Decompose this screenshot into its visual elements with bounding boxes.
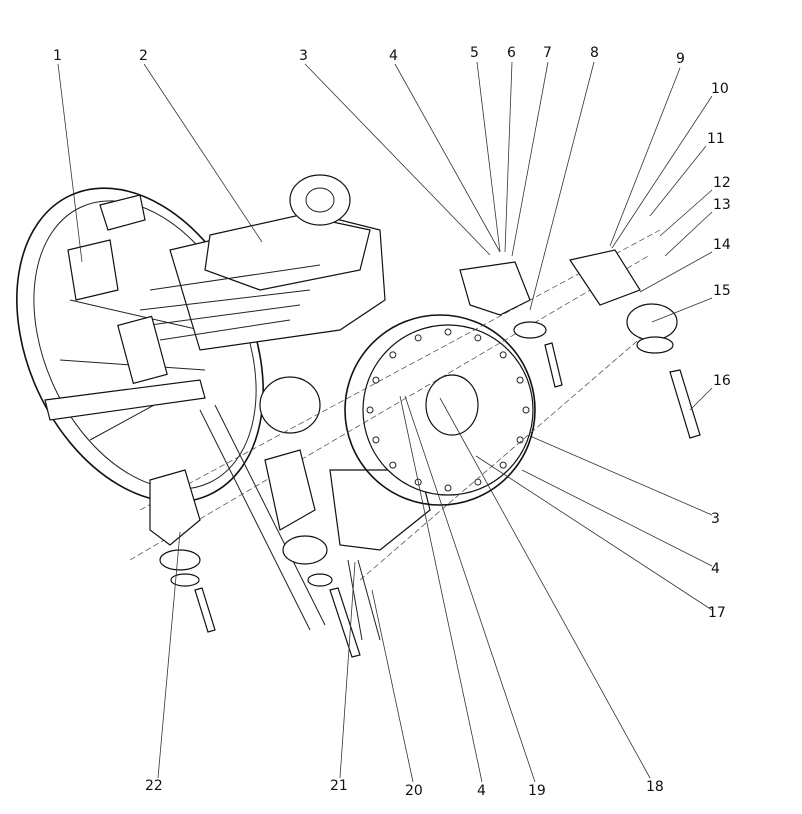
leader-line — [649, 145, 707, 217]
leader-line — [689, 387, 713, 411]
callout-label: 17 — [708, 605, 726, 621]
rubber-mount-rear — [282, 535, 328, 565]
leader-line — [659, 189, 713, 237]
leader-line — [476, 61, 501, 253]
callout-label: 4 — [389, 48, 398, 64]
leader-line — [529, 435, 713, 516]
callout-label: 3 — [711, 511, 720, 527]
leader-line — [394, 63, 501, 253]
housing-bolt — [444, 328, 452, 336]
callout-label: 9 — [676, 51, 685, 67]
leader-line — [609, 67, 681, 247]
callout-label: 2 — [139, 48, 148, 64]
leader-line — [521, 469, 713, 567]
leader-line — [57, 63, 83, 263]
leader-lines — [57, 61, 713, 783]
callout-label: 1 — [53, 48, 62, 64]
leader-line — [664, 211, 713, 257]
callout-label: 19 — [528, 783, 546, 799]
housing-opening — [425, 374, 479, 436]
callout-label: 3 — [299, 48, 308, 64]
mount-bracket-8 — [459, 261, 531, 316]
leader-line — [504, 61, 513, 253]
leader-line — [339, 561, 356, 779]
housing-bolt — [499, 461, 507, 469]
housing-bolt — [474, 478, 482, 486]
mount-bracket-22 — [149, 469, 201, 546]
leader-line — [529, 61, 595, 311]
leader-line — [404, 395, 536, 783]
callout-label: 20 — [405, 783, 423, 799]
callout-label: 4 — [711, 561, 720, 577]
housing-bolt — [474, 334, 482, 342]
callout-label: 5 — [470, 45, 479, 61]
flywheel-housing — [344, 314, 536, 506]
housing-bolt — [499, 351, 507, 359]
turbocharger — [289, 174, 351, 226]
filter — [117, 315, 168, 385]
leader-line — [611, 95, 713, 249]
callout-label: 13 — [713, 197, 731, 213]
callout-label: 21 — [330, 778, 348, 794]
leader-line — [639, 251, 713, 293]
leader-line — [143, 63, 263, 243]
leader-line — [651, 297, 713, 323]
callout-label: 4 — [477, 783, 486, 799]
leader-line — [399, 395, 483, 783]
leader-line — [371, 589, 414, 783]
callout-label: 11 — [707, 131, 725, 147]
callout-label: 10 — [711, 81, 729, 97]
callout-label: 16 — [713, 373, 731, 389]
callout-label: 8 — [590, 45, 599, 61]
housing-bolt — [372, 436, 380, 444]
housing-bolt — [366, 406, 374, 414]
housing-bolt — [516, 436, 524, 444]
callout-label: 15 — [713, 283, 731, 299]
housing-bolt — [372, 376, 380, 384]
callout-label: 22 — [145, 778, 163, 794]
housing-bolt — [516, 376, 524, 384]
callout-label: 18 — [646, 779, 664, 795]
bolt-16 — [669, 369, 701, 439]
bracket-1 — [67, 239, 119, 301]
housing-bolt — [389, 461, 397, 469]
mount-bracket-left-rear — [264, 449, 316, 531]
callout-label: 7 — [543, 45, 552, 61]
housing-bolt — [414, 478, 422, 486]
housing-bolt — [414, 334, 422, 342]
mount-bracket-14 — [569, 249, 641, 306]
housing-bolt — [522, 406, 530, 414]
callout-label: 12 — [713, 175, 731, 191]
leader-line — [157, 531, 181, 779]
housing-bolt — [389, 351, 397, 359]
leader-line — [475, 455, 713, 611]
leader-line — [439, 397, 651, 779]
callout-label: 6 — [507, 45, 516, 61]
leader-line — [304, 63, 491, 256]
drawing-artwork — [16, 174, 701, 658]
leader-line — [511, 61, 549, 257]
housing-bolt — [444, 484, 452, 492]
callout-label: 14 — [713, 237, 731, 253]
